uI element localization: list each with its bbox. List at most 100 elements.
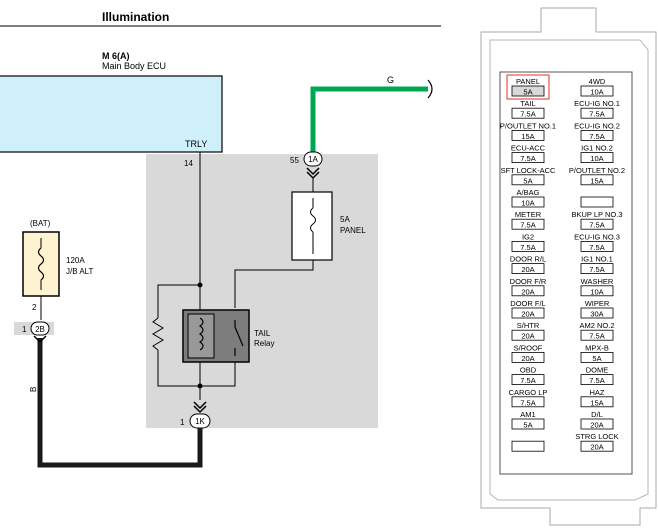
fuse-slot bbox=[580, 196, 614, 208]
connector-1a-chevron bbox=[306, 167, 320, 176]
ground-wire bbox=[310, 86, 428, 152]
fuse-box-inner-shell bbox=[489, 39, 649, 501]
fuse-rating: 15A bbox=[590, 176, 603, 185]
fuse-rating: 7.5A bbox=[589, 110, 604, 119]
connector-1k-chevron bbox=[193, 401, 207, 410]
fuse-label: ECU-IG NO.3 bbox=[574, 232, 620, 241]
fuse-slot bbox=[580, 285, 614, 297]
relay-switch-icon bbox=[234, 326, 244, 347]
alt-fuse-name: J/B ALT bbox=[66, 267, 94, 276]
fuse-slot bbox=[511, 351, 545, 363]
fuse-label: STRG LOCK bbox=[575, 432, 618, 441]
fuse-label: WIPER bbox=[585, 299, 610, 308]
relay-coil-icon bbox=[198, 317, 204, 351]
fuse-rating: 7.5A bbox=[520, 376, 535, 385]
fuse-rating: 7.5A bbox=[520, 243, 535, 252]
fuse-label: S/ROOF bbox=[514, 343, 543, 352]
connector-1a bbox=[303, 151, 323, 167]
fuse-label: P/OUTLET NO.2 bbox=[569, 166, 625, 175]
ecu-pin-label: TRLY bbox=[185, 139, 207, 149]
fuse-box-panel bbox=[499, 71, 633, 475]
fuse-rating: 7.5A bbox=[589, 265, 604, 274]
fuse-slot bbox=[580, 307, 614, 319]
connector-2b bbox=[30, 321, 50, 336]
fuse-label: METER bbox=[515, 210, 542, 219]
connector-1a-pin: 55 bbox=[290, 156, 299, 165]
fuse-slot bbox=[511, 85, 545, 97]
fuse-rating: 7.5A bbox=[589, 221, 604, 230]
alt-fuse-rating: 120A bbox=[66, 256, 85, 265]
panel-fuse-rating: 5A bbox=[340, 215, 350, 224]
fuse-label: BKUP LP NO.3 bbox=[572, 210, 623, 219]
fuse-slot bbox=[580, 152, 614, 164]
fuse-label: DOOR F/L bbox=[510, 299, 545, 308]
ecu-code: M 6(A) bbox=[102, 51, 130, 61]
connector-2b-pin: 1 bbox=[22, 325, 27, 334]
fuse-label: HAZ bbox=[590, 388, 605, 397]
fuse-label: AM1 bbox=[520, 410, 535, 419]
panel-fuse-box bbox=[291, 191, 333, 261]
fuse-slot bbox=[580, 374, 614, 386]
fuse-rating: 7.5A bbox=[520, 398, 535, 407]
fuse-rating: 7.5A bbox=[589, 132, 604, 141]
fuse-label: D/L bbox=[591, 410, 603, 419]
connector-2b-label: 2B bbox=[35, 325, 45, 334]
fuse-label: ECU-IG NO.2 bbox=[574, 121, 620, 130]
relay-area-background bbox=[146, 154, 378, 428]
fuse-rating: 5A bbox=[523, 88, 532, 97]
fuse-slot bbox=[511, 374, 545, 386]
fuse-slot bbox=[511, 396, 545, 408]
wire-break-mark bbox=[427, 79, 433, 99]
resistor-lower-wire bbox=[157, 350, 236, 387]
relay-coil-frame bbox=[187, 313, 215, 359]
ecu-name: Main Body ECU bbox=[102, 61, 166, 71]
fuse-rating: 20A bbox=[521, 354, 534, 363]
fuse-rating: 15A bbox=[590, 398, 603, 407]
fuse-label: SFT LOCK-ACC bbox=[501, 166, 556, 175]
fuse-label: A/BAG bbox=[517, 188, 540, 197]
fuse-slot bbox=[511, 329, 545, 341]
fuse-label: DOOR F/R bbox=[510, 277, 547, 286]
fuse-label: WASHER bbox=[581, 277, 614, 286]
fuse-slot bbox=[580, 263, 614, 275]
fuse-slot bbox=[580, 218, 614, 230]
fuse-highlight-frame bbox=[506, 74, 550, 100]
fuse-slot bbox=[580, 129, 614, 141]
fuse-rating: 20A bbox=[590, 443, 603, 452]
alt-fuse-element-icon bbox=[37, 247, 45, 281]
battery-wire-color: B bbox=[29, 387, 38, 392]
fuse-rating: 10A bbox=[521, 199, 534, 208]
fuse-slot bbox=[580, 351, 614, 363]
fuse-label: ECU-ACC bbox=[511, 144, 546, 153]
connector-1a-label: 1A bbox=[308, 155, 318, 164]
fuse-slot bbox=[511, 218, 545, 230]
fuse-rating: 20A bbox=[521, 265, 534, 274]
fuse-rating: 7.5A bbox=[589, 243, 604, 252]
fuse-slot bbox=[511, 440, 545, 452]
fuse-label: IG1 NO.2 bbox=[581, 144, 613, 153]
resistor-icon bbox=[152, 317, 164, 351]
fuse-label: PANEL bbox=[516, 77, 540, 86]
fuse-element-icon bbox=[310, 207, 316, 233]
resistor-upper-wire bbox=[157, 284, 200, 318]
fuse-slot bbox=[511, 263, 545, 275]
fuse-slot bbox=[511, 107, 545, 119]
fuse-rating: 30A bbox=[590, 310, 603, 319]
fuse-slot bbox=[580, 440, 614, 452]
fuse-slot bbox=[580, 396, 614, 408]
fuse-label: DOME bbox=[586, 366, 609, 375]
battery-label: (BAT) bbox=[30, 219, 51, 228]
fuse-slot bbox=[511, 285, 545, 297]
fuse-slot bbox=[511, 174, 545, 186]
connector-1k-label: 1K bbox=[195, 417, 205, 426]
fuse-label: OBD bbox=[520, 366, 537, 375]
fuse-rating: 10A bbox=[590, 287, 603, 296]
fuse-rating: 5A bbox=[523, 176, 532, 185]
fuse-rating: 20A bbox=[590, 421, 603, 430]
ground-wire-color: G bbox=[387, 75, 394, 85]
fuse-label: DOOR R/L bbox=[510, 255, 546, 264]
fuse-slot bbox=[580, 174, 614, 186]
fuse-rating: 7.5A bbox=[589, 332, 604, 341]
